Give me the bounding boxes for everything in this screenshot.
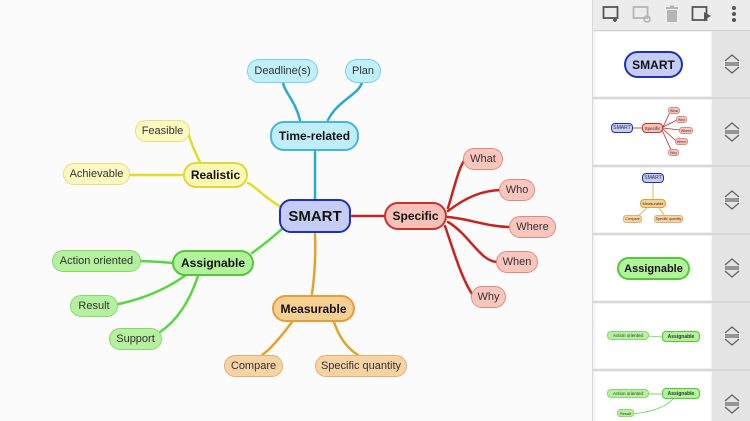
- specific-quantity-node[interactable]: Specific quantity: [315, 355, 407, 377]
- connector-line: [246, 181, 283, 209]
- thumb-when-node: When: [675, 138, 688, 145]
- connector-line: [260, 320, 294, 357]
- root-node: SMART: [624, 51, 683, 78]
- slides-toolbar: [593, 0, 750, 31]
- thumb-assignable-node: Assignable: [662, 331, 700, 342]
- slide-thumbnail[interactable]: SMART Measurable Compare Specific quanti…: [595, 168, 711, 232]
- thumb-compare-node: Compare: [623, 215, 642, 223]
- action-oriented-node[interactable]: Action oriented: [52, 250, 141, 272]
- assignable-node[interactable]: Assignable: [172, 250, 254, 276]
- slide-thumbnail[interactable]: SMART Specific What Who Where When Why: [595, 100, 711, 164]
- thumb-root-node: SMART: [611, 123, 633, 133]
- why-node[interactable]: Why: [471, 286, 506, 308]
- connector-line: [446, 215, 513, 229]
- who-node[interactable]: Who: [499, 179, 535, 201]
- thumb-specific-node: Specific: [642, 123, 663, 133]
- connector-line: [134, 259, 176, 265]
- connector-line: [250, 226, 285, 255]
- deadline-node[interactable]: Deadline(s): [247, 59, 318, 83]
- measurable-node[interactable]: Measurable: [272, 295, 355, 322]
- thumb-who-node: Who: [676, 116, 687, 123]
- slide-thumbnail[interactable]: Assignable: [595, 236, 711, 300]
- slide-item[interactable]: Assignable: [593, 235, 750, 303]
- connector-line: [326, 80, 364, 122]
- connector-line: [446, 188, 504, 213]
- slide-item[interactable]: SMART: [593, 31, 750, 99]
- thumb-assignable-node: Assignable: [662, 388, 700, 399]
- time-related-node[interactable]: Time-related: [270, 121, 359, 151]
- result-node[interactable]: Result: [70, 295, 118, 317]
- drag-handle-icon[interactable]: [712, 371, 750, 421]
- thumb-action-oriented-node: Action oriented: [607, 389, 649, 398]
- delete-icon[interactable]: [659, 2, 685, 26]
- thumb-connectors: [633, 111, 681, 153]
- mindmap-canvas[interactable]: SMART Time-related Deadline(s) Plan Spec…: [0, 0, 592, 421]
- drag-handle-icon[interactable]: [712, 235, 750, 301]
- thumb-where-node: Where: [679, 127, 693, 134]
- slide-thumbnail[interactable]: Action oriented Assignable Result: [595, 372, 711, 421]
- achievable-node[interactable]: Achievable: [63, 163, 130, 185]
- connector-line: [281, 80, 302, 122]
- drag-handle-icon[interactable]: [712, 99, 750, 165]
- where-node[interactable]: Where: [509, 216, 556, 238]
- connector-line: [332, 320, 360, 357]
- drag-handle-icon[interactable]: [712, 303, 750, 369]
- connector-line: [443, 224, 476, 299]
- specific-node[interactable]: Specific: [384, 202, 447, 230]
- thumb-what-node: What: [668, 107, 680, 114]
- connector-line: [158, 274, 200, 334]
- thumb-measurable-node: Measurable: [640, 199, 666, 208]
- drag-handle-icon[interactable]: [712, 31, 750, 97]
- thumb-result-node: Result: [617, 409, 634, 417]
- assignable-node: Assignable: [617, 257, 690, 280]
- drag-handle-icon[interactable]: [712, 167, 750, 233]
- support-node[interactable]: Support: [109, 328, 162, 350]
- slide-item[interactable]: Action oriented Assignable: [593, 303, 750, 371]
- realistic-node[interactable]: Realistic: [183, 162, 248, 188]
- thumb-connectors: [632, 393, 674, 415]
- thumb-connectors: [637, 182, 666, 217]
- slide-item[interactable]: Action oriented Assignable Result: [593, 371, 750, 421]
- thumb-specific-quantity-node: Specific quantity: [654, 215, 683, 223]
- feasible-node[interactable]: Feasible: [135, 120, 190, 142]
- connector-line: [310, 231, 317, 296]
- connector-line: [112, 273, 188, 307]
- slides-panel: SMART SMART Specific What Who Where When…: [592, 0, 750, 421]
- replace-slide-icon[interactable]: [629, 2, 655, 26]
- thumb-connectors: [648, 335, 663, 338]
- add-slide-icon[interactable]: [599, 2, 625, 26]
- when-node[interactable]: When: [496, 251, 538, 273]
- play-slideshow-icon[interactable]: [689, 2, 715, 26]
- connector-line: [446, 220, 500, 264]
- what-node[interactable]: What: [463, 148, 503, 170]
- plan-node[interactable]: Plan: [345, 59, 381, 83]
- more-options-icon[interactable]: [721, 2, 747, 26]
- slide-item[interactable]: SMART Specific What Who Where When Why: [593, 99, 750, 167]
- thumb-root-node: SMART: [642, 173, 664, 183]
- thumb-why-node: Why: [668, 149, 679, 156]
- root-node[interactable]: SMART: [279, 199, 351, 233]
- compare-node[interactable]: Compare: [224, 355, 283, 377]
- connector-line: [186, 130, 202, 164]
- slide-item[interactable]: SMART Measurable Compare Specific quanti…: [593, 167, 750, 235]
- slide-thumbnail[interactable]: SMART: [595, 32, 711, 96]
- slide-thumbnail[interactable]: Action oriented Assignable: [595, 304, 711, 368]
- thumb-action-oriented-node: Action oriented: [607, 331, 649, 340]
